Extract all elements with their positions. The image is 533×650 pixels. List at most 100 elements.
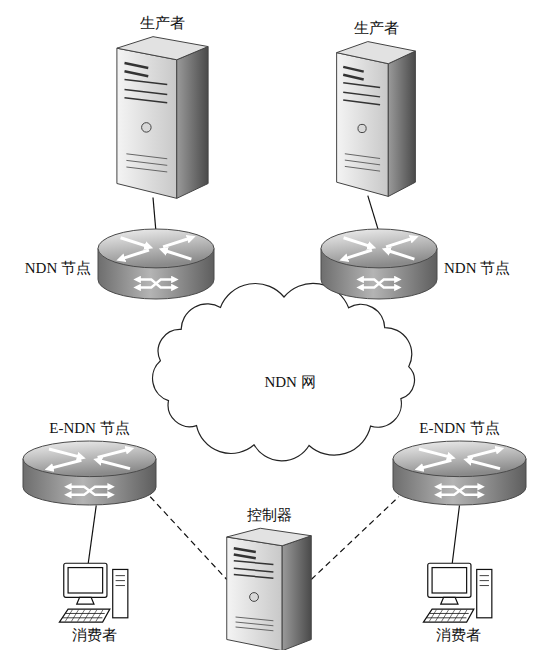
control-link <box>311 497 399 580</box>
router-icon <box>320 228 438 300</box>
node-label: E-NDN 节点 <box>419 419 499 437</box>
cloud-outline <box>153 283 415 460</box>
server-side <box>388 51 415 196</box>
node-label: 消费者 <box>436 626 481 644</box>
drive-slot <box>343 75 364 80</box>
server-side <box>177 47 208 199</box>
server-icon <box>115 35 210 200</box>
drive-slot <box>125 80 168 85</box>
consumer-pc: 消费者 <box>422 562 494 624</box>
endn-router: E-NDN 节点 <box>392 440 527 506</box>
ndn-router: NDN 节点 <box>320 228 438 300</box>
drive-slot <box>125 71 149 76</box>
node-label: E-NDN 节点 <box>49 419 129 437</box>
router-arrow <box>386 238 414 247</box>
server-top <box>117 37 208 60</box>
vent-line <box>345 160 380 165</box>
node-text: E-NDN 节点 <box>419 419 499 437</box>
node-text: 消费者 <box>436 626 481 644</box>
producer-server: 生产者 <box>335 40 417 198</box>
drive-slot <box>234 575 274 579</box>
drive-slot <box>234 561 274 565</box>
power-button <box>250 593 259 602</box>
node-label: 生产者 <box>140 14 185 32</box>
node-text: NDN 节点 <box>25 259 91 277</box>
router-arrow <box>344 250 372 259</box>
controller-server: 控制器 <box>225 527 313 650</box>
drive-slot <box>125 63 149 68</box>
router-arrow <box>137 279 175 287</box>
drive-slot <box>343 83 380 88</box>
router-arrow <box>438 487 481 495</box>
router-arrow <box>438 487 481 495</box>
node-text: E-NDN 节点 <box>49 419 129 437</box>
power-button <box>142 123 152 132</box>
router-arrow <box>98 449 130 457</box>
node-text: 消费者 <box>72 626 117 644</box>
server-icon <box>225 527 313 650</box>
node-label: 控制器 <box>247 506 292 524</box>
pc-icon <box>422 562 494 624</box>
vent-line <box>126 160 167 165</box>
router-arrow <box>360 279 398 287</box>
network-cloud: NDN 网 <box>145 283 423 461</box>
router-icon <box>22 440 157 506</box>
network-link <box>452 505 459 563</box>
server-icon <box>335 40 417 198</box>
network-link <box>368 196 379 233</box>
drive-slot <box>125 98 168 103</box>
node-text: NDN 节点 <box>444 259 510 277</box>
vent-line <box>236 617 274 621</box>
router-arrow <box>344 238 372 247</box>
router-icon <box>97 228 215 300</box>
router-arrow <box>468 460 500 468</box>
producer-server: 生产者 <box>115 35 210 200</box>
pc-figure <box>423 563 491 622</box>
node-text: 控制器 <box>247 506 292 524</box>
vent-line <box>126 154 167 159</box>
router-arrow <box>98 460 130 468</box>
drive-slot <box>343 67 364 72</box>
router-top <box>393 441 526 477</box>
vent-line <box>236 627 274 631</box>
router-arrow <box>49 460 81 468</box>
router-arrow <box>163 250 191 259</box>
node-text: NDN 网 <box>264 373 315 391</box>
server-front <box>227 537 282 650</box>
router-arrow <box>68 487 111 495</box>
router-arrow <box>121 238 149 247</box>
router-top <box>23 441 156 477</box>
router-top <box>98 229 214 268</box>
router-arrow <box>68 487 111 495</box>
drive-slot <box>234 568 274 572</box>
node-text: 生产者 <box>354 19 399 37</box>
router-arrow <box>121 250 149 259</box>
drive-slot <box>234 555 256 559</box>
pc-figure <box>59 563 127 622</box>
node-label: NDN 网 <box>264 373 315 391</box>
node-label: 消费者 <box>72 626 117 644</box>
network-link <box>88 505 96 563</box>
server-top <box>337 42 416 64</box>
drive-slot <box>234 548 256 552</box>
node-label: NDN 节点 <box>444 259 510 277</box>
router-icon <box>392 440 527 506</box>
node-label: 生产者 <box>354 19 399 37</box>
drive-slot <box>343 92 380 97</box>
router-arrow <box>49 449 81 457</box>
power-button <box>358 124 366 132</box>
server-top <box>227 528 311 546</box>
server-front <box>337 53 389 197</box>
router-arrow <box>419 449 451 457</box>
consumer-pc: 消费者 <box>58 562 130 624</box>
cloud-icon <box>145 283 423 461</box>
pc-icon <box>58 562 130 624</box>
vent-line <box>236 622 274 626</box>
router-top <box>321 229 437 268</box>
router-arrow <box>163 238 191 247</box>
vent-line <box>345 154 380 159</box>
node-label: NDN 节点 <box>25 259 91 277</box>
vent-line <box>126 167 167 172</box>
router-arrow <box>360 279 398 287</box>
